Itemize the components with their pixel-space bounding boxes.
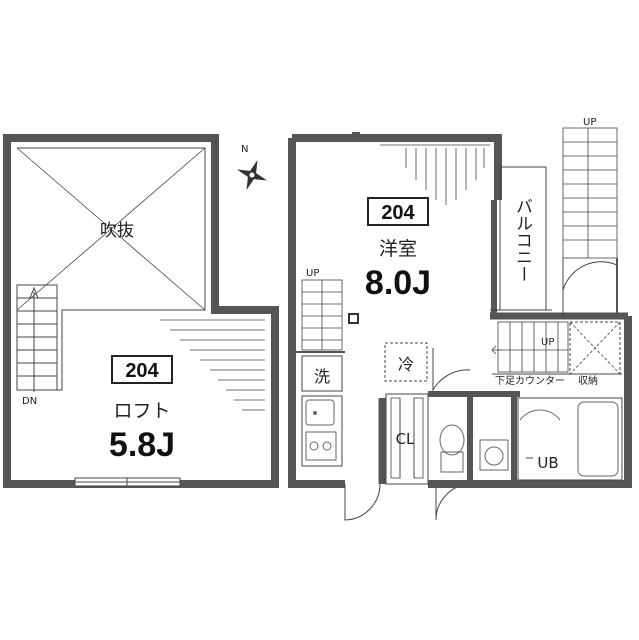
main-room-size: 8.0J: [365, 264, 431, 302]
outside-stair: [562, 127, 618, 259]
room-door-arc: [432, 348, 471, 392]
main-inner-stair: [301, 279, 343, 351]
entry-stair: [491, 321, 569, 373]
storage-label: 収納: [578, 374, 598, 387]
unit-bath-label: UB: [537, 454, 558, 472]
void-outline: [17, 147, 206, 391]
bathtub: [577, 401, 619, 477]
loft-room-name: ロフト: [113, 400, 170, 422]
loft-plan: DN 吹抜 204 ロフト 5.8J: [3, 134, 279, 488]
void-cross-line: [16, 147, 206, 311]
main-right-walls: [428, 316, 632, 488]
main-left-wall: [288, 138, 345, 488]
loft-dn-label: DN: [22, 396, 37, 407]
shoe-counter-label: 下足カウンター: [495, 375, 565, 387]
main-room-number: 204: [381, 202, 415, 224]
washer-space: [301, 355, 343, 392]
balcony-label: バルコニー: [512, 198, 532, 283]
loft-ladder: [16, 284, 58, 392]
closet-label: CL: [396, 430, 415, 448]
toilet-door-arc: [435, 483, 471, 521]
washer-label: 洗: [314, 367, 330, 386]
loft-room-number: 204: [125, 360, 159, 382]
main-plan: バルコニー UP: [288, 117, 632, 521]
main-room-name: 洋室: [379, 238, 417, 260]
kitchen-counter: [301, 395, 343, 467]
entry-door: [344, 483, 381, 521]
toilet: [439, 424, 465, 456]
compass-north-label: N: [241, 144, 248, 155]
closet: [385, 393, 429, 485]
sink: [305, 399, 335, 426]
void-label: 吹抜: [100, 221, 134, 241]
fridge-label: 冷: [398, 355, 414, 374]
column-marker: [348, 313, 359, 324]
washbasin: [479, 439, 509, 471]
storage: [569, 321, 621, 375]
loft-walls: [3, 134, 279, 488]
unit-bath: [517, 397, 623, 481]
main-room-number-box: [367, 197, 429, 226]
loft-size: 5.8J: [109, 426, 175, 464]
stove: [305, 431, 337, 461]
loft-stair-lines: [160, 319, 265, 411]
compass: [236, 159, 268, 191]
entry-stair-up-label: UP: [541, 337, 554, 348]
outer-stair-up-label: UP: [583, 117, 596, 128]
fridge-space: [384, 342, 428, 382]
inner-stair-up-label: UP: [306, 268, 319, 279]
window-hatch: [380, 144, 490, 205]
loft-room-number-box: [111, 355, 173, 384]
